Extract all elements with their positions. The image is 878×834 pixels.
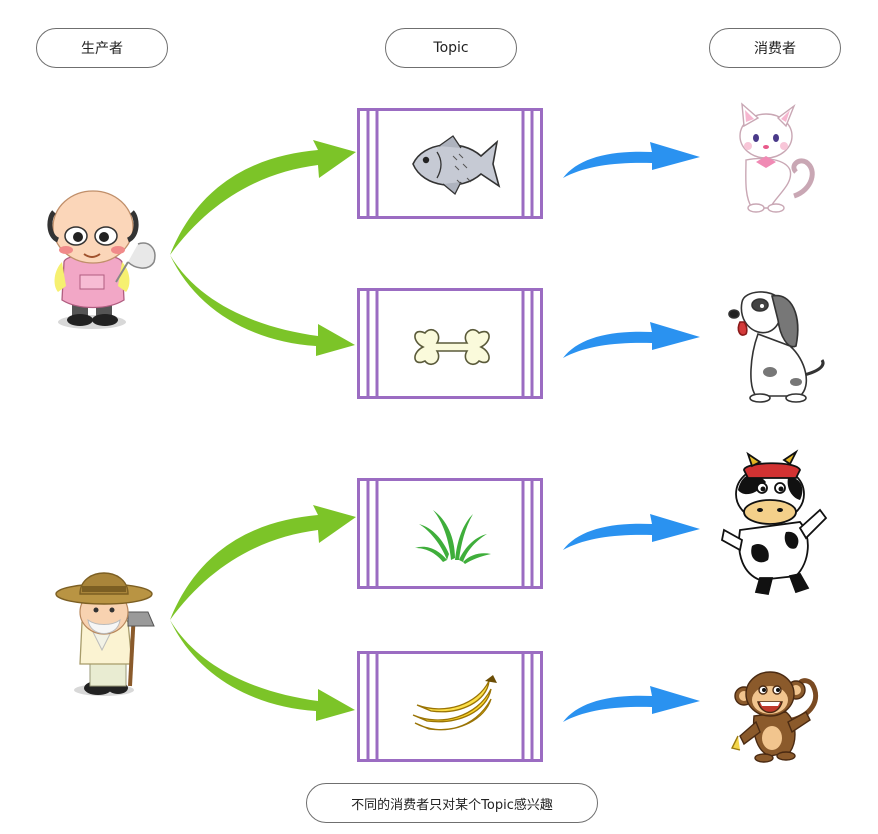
topic-header: Topic — [385, 28, 517, 68]
consumer-arrow — [563, 514, 700, 550]
consumer-arrow — [563, 322, 700, 358]
topic-box-bone — [357, 288, 543, 399]
topic-box-grass — [357, 478, 543, 589]
bone-icon — [414, 328, 490, 366]
consumer-arrow — [563, 142, 700, 178]
cow-consumer-icon — [720, 449, 828, 596]
producer-arrow — [170, 140, 356, 255]
topic-header-label: Topic — [433, 40, 469, 56]
farmer-producer-icon — [55, 572, 155, 696]
consumer-header-label: 消费者 — [754, 41, 796, 57]
producer-header-label: 生产者 — [81, 41, 123, 57]
dog-consumer-icon — [728, 291, 825, 403]
caption-text: 不同的消费者只对某个Topic感兴趣 — [351, 797, 553, 813]
producer-arrow — [170, 255, 355, 356]
fish-icon — [412, 135, 501, 196]
caption: 不同的消费者只对某个Topic感兴趣 — [306, 783, 598, 823]
banana-icon — [412, 675, 497, 731]
producer-header: 生产者 — [36, 28, 168, 68]
topic-box-fish — [357, 108, 543, 219]
consumer-header: 消费者 — [709, 28, 841, 68]
cat-consumer-icon — [739, 102, 815, 213]
producer-arrow — [170, 505, 356, 620]
monkey-consumer-icon — [730, 671, 819, 763]
producer-arrow — [170, 620, 355, 721]
topic-box-banana — [357, 651, 543, 762]
consumer-arrow — [563, 686, 700, 722]
grass-icon — [415, 510, 491, 564]
old-man-producer-icon — [47, 190, 156, 329]
